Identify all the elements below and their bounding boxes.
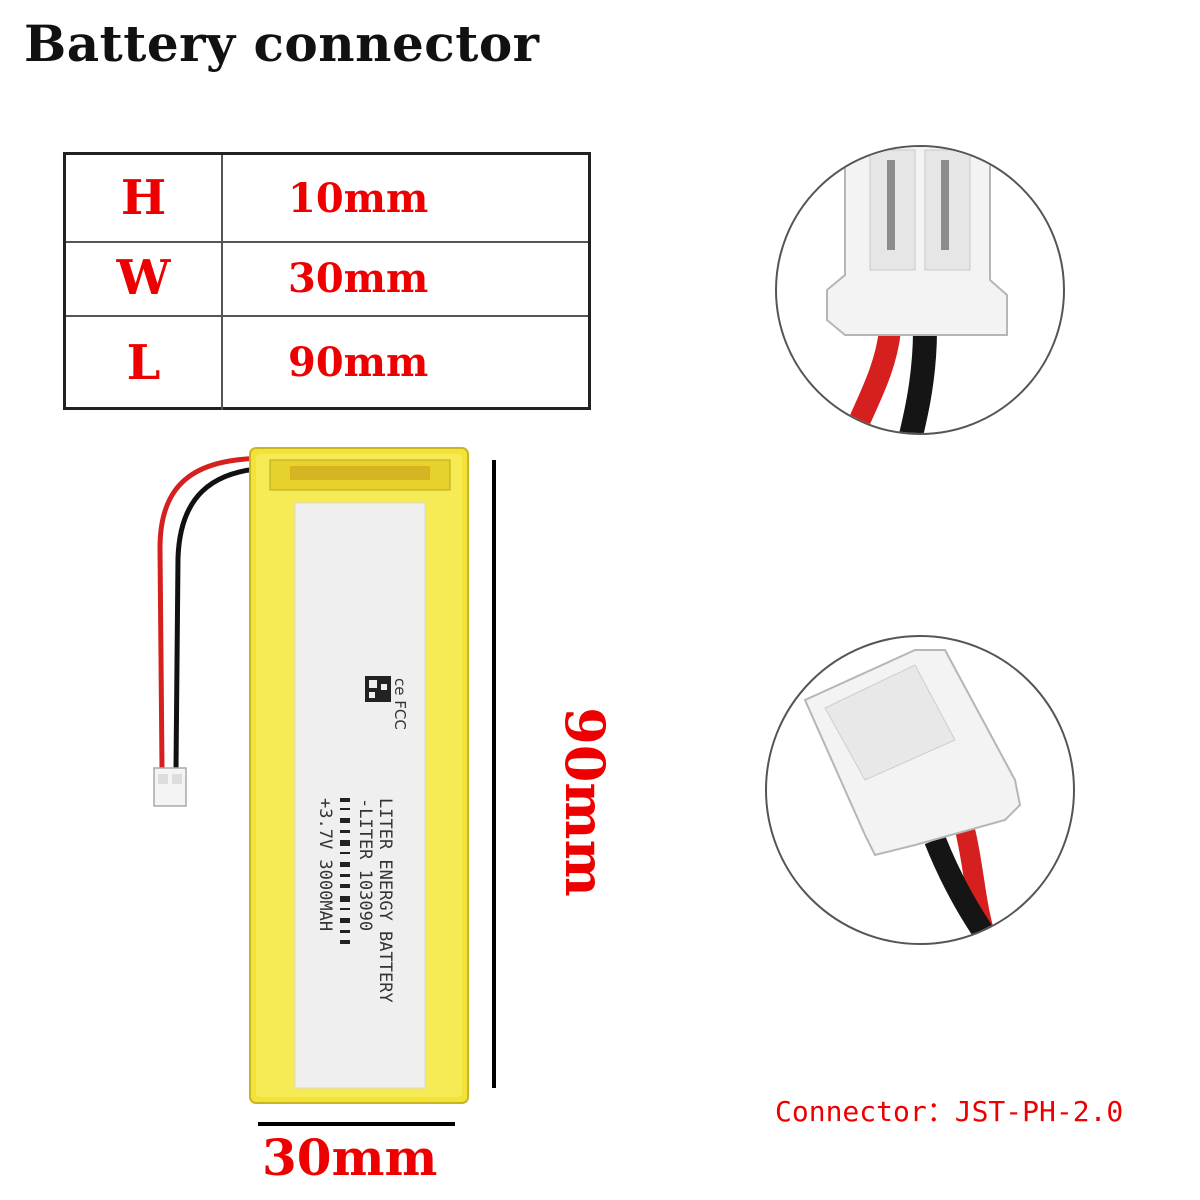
battery-label-line1: LITER ENERGY BATTERY xyxy=(375,798,395,1003)
jst-plug xyxy=(153,767,187,807)
connector-closeup-top xyxy=(775,145,1065,435)
dimension-key: W xyxy=(66,241,223,315)
dimension-row-height: H 10mm xyxy=(66,155,588,243)
battery-label-line2: -LITER 103090 xyxy=(355,798,375,931)
certification-marks: ce FCC xyxy=(391,678,409,730)
battery-illustration: LITER ENERGY BATTERY -LITER 103090 +3.7V… xyxy=(153,447,496,1126)
battery-label xyxy=(294,502,426,1089)
dimension-table: H 10mm W 30mm L 90mm xyxy=(63,152,591,410)
dimension-value: 90mm xyxy=(288,339,429,386)
page-title: Battery connector xyxy=(24,14,540,73)
dimension-value: 10mm xyxy=(288,174,429,222)
height-label: 90mm xyxy=(553,707,617,897)
qr-code xyxy=(365,676,391,702)
dimension-value: 30mm xyxy=(288,254,429,302)
dimension-row-width: W 30mm xyxy=(66,241,588,317)
barcode xyxy=(340,798,350,944)
dimension-row-length: L 90mm xyxy=(66,315,588,410)
connector-closeup-bottom xyxy=(765,635,1075,945)
connector-type-label: Connector：JST-PH-2.0 xyxy=(775,1095,1124,1128)
battery-label-line3: +3.7V 3000MAH xyxy=(315,798,335,931)
dimension-key: L xyxy=(66,315,223,410)
dimension-key: H xyxy=(66,155,223,241)
black-wire xyxy=(173,465,271,769)
red-wire xyxy=(157,455,271,769)
width-label: 30mm xyxy=(262,1128,438,1187)
